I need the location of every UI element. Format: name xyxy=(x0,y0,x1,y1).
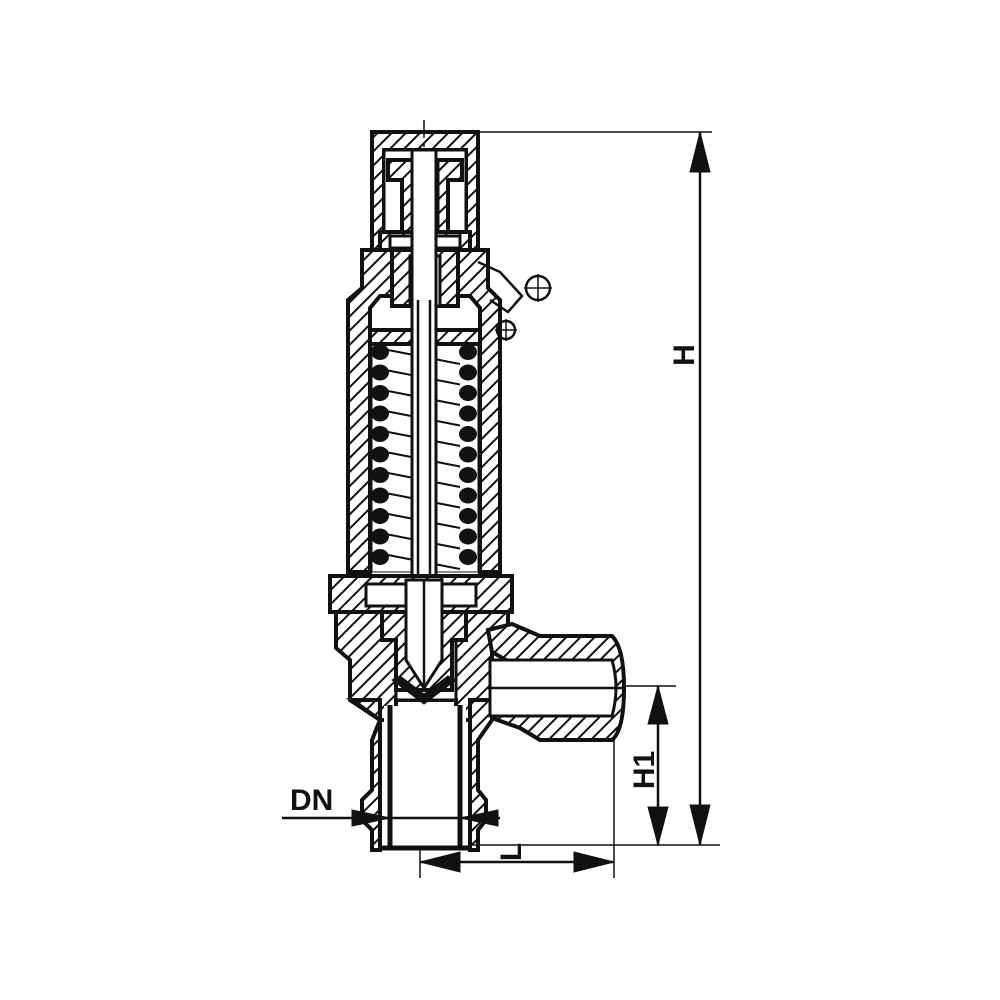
arrow-down-icon xyxy=(647,806,669,847)
dimension-dn-label: DN xyxy=(290,784,333,817)
spring-coil xyxy=(459,508,477,524)
arrow-left-icon xyxy=(419,851,461,873)
spring-coil xyxy=(459,487,477,504)
dimension-lines xyxy=(282,131,720,878)
spring-coil xyxy=(371,508,389,524)
spring-coil xyxy=(371,446,389,463)
arrow-right-icon xyxy=(351,809,391,827)
spring-coil xyxy=(459,467,477,483)
spring-coil xyxy=(459,344,477,360)
arrow-left-icon xyxy=(459,809,499,827)
arrow-down-icon xyxy=(689,804,711,846)
spring-coil xyxy=(371,528,389,545)
spring-coil xyxy=(371,487,389,504)
lifting-lever xyxy=(477,260,552,341)
dimension-l-label: L xyxy=(495,843,528,861)
spring-coils-left xyxy=(371,344,389,565)
spring-coil xyxy=(371,385,389,401)
arrow-up-icon xyxy=(647,684,669,725)
spring-coil xyxy=(371,344,389,360)
arrow-up-icon xyxy=(689,131,711,173)
spring-coil xyxy=(459,405,477,422)
spring-coil xyxy=(459,446,477,463)
spring-coil xyxy=(459,385,477,401)
spring-coil xyxy=(459,549,477,565)
spring-coil xyxy=(371,405,389,422)
dimension-h1-label: H1 xyxy=(628,751,661,789)
spring-coil xyxy=(371,549,389,565)
spring-coils-right xyxy=(459,344,477,565)
spring-coil xyxy=(459,528,477,545)
dimension-h-label: H xyxy=(668,344,701,366)
spring-coil xyxy=(459,364,477,381)
arrow-right-icon xyxy=(573,851,615,873)
valve-body xyxy=(328,574,627,852)
spring-coil xyxy=(459,426,477,442)
spring-coil xyxy=(371,364,389,381)
spring-coil xyxy=(371,426,389,442)
spring-coil xyxy=(371,467,389,483)
